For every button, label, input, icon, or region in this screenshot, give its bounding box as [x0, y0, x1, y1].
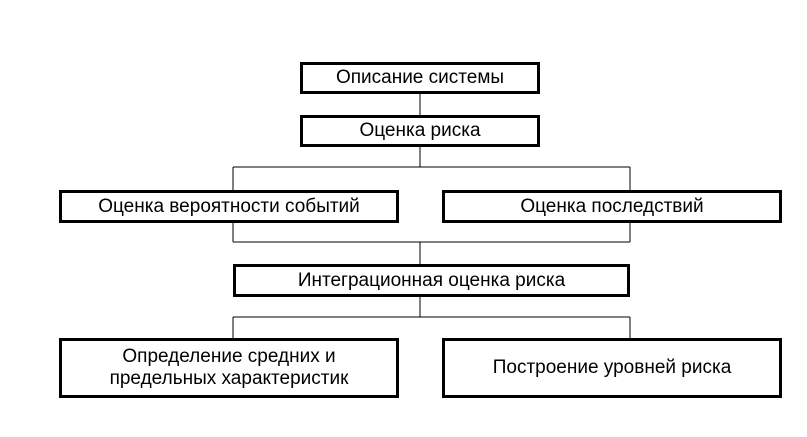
system-description-label: Описание системы — [335, 67, 505, 88]
average-characteristics-line-1: Определение средних и — [122, 346, 336, 367]
risk-assessment-box: Оценка риска — [300, 115, 540, 147]
risk-levels-box: Построение уровней риска — [442, 338, 782, 398]
event-probability-label: Оценка вероятности событий — [98, 195, 360, 217]
event-probability-box: Оценка вероятности событий — [59, 190, 399, 223]
consequences-box: Оценка последствий — [442, 190, 782, 223]
risk-levels-label: Построение уровней риска — [492, 357, 732, 378]
consequences-label: Оценка последствий — [520, 195, 704, 217]
average-characteristics-box: Определение средних и предельных характе… — [59, 338, 399, 398]
risk-assessment-label: Оценка риска — [359, 120, 481, 141]
average-characteristics-line-2: предельных характеристик — [109, 368, 349, 389]
integrated-risk-box: Интеграционная оценка риска — [233, 264, 630, 297]
integrated-risk-label: Интеграционная оценка риска — [297, 269, 566, 291]
system-description-box: Описание системы — [300, 62, 540, 94]
